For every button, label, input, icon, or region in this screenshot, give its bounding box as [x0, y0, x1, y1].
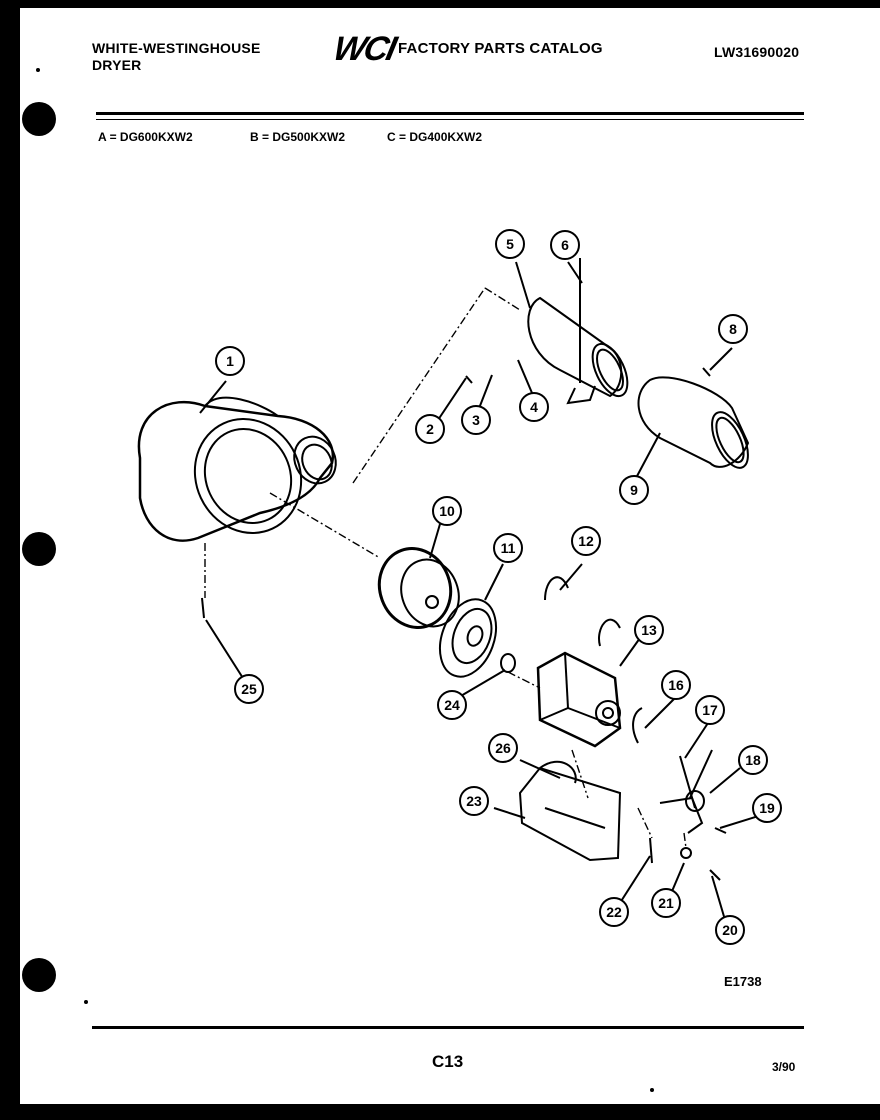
model-key-b: B = DG500KXW2 — [250, 130, 346, 144]
model-key-c: C = DG400KXW2 — [387, 130, 483, 144]
figure-code: E1738 — [724, 974, 762, 989]
callout-markers — [215, 229, 782, 945]
model-number: DG400KXW2 — [409, 130, 483, 144]
punch-hole-top — [22, 102, 56, 136]
speck — [84, 1000, 88, 1004]
catalog-number: LW31690020 — [714, 44, 800, 60]
heater-can — [527, 258, 629, 405]
idler-assembly — [659, 749, 713, 834]
spring — [632, 707, 643, 744]
revision-date: 3/90 — [772, 1060, 796, 1074]
callout-16: 16 — [668, 677, 684, 693]
callout-8: 8 — [729, 321, 737, 337]
punch-hole-bottom — [22, 958, 56, 992]
model-key-a: A = DG600KXW2 — [98, 130, 193, 144]
callout-2: 2 — [426, 421, 434, 437]
callout-11: 11 — [501, 540, 516, 556]
model-key-letter: C — [387, 130, 396, 144]
footer-rule — [92, 1026, 804, 1029]
clip — [598, 618, 621, 647]
exploded-parts-diagram: 1 2 3 4 5 6 8 9 10 11 12 13 16 17 18 19 … — [137, 229, 782, 945]
callout-26: 26 — [495, 740, 511, 756]
seal-plate — [438, 598, 516, 678]
punch-hole-middle — [22, 532, 56, 566]
callout-9: 9 — [630, 482, 638, 498]
callout-12: 12 — [578, 533, 594, 549]
speck — [650, 1088, 654, 1092]
callout-25: 25 — [241, 681, 257, 697]
callout-10: 10 — [439, 503, 455, 519]
speck — [36, 68, 40, 72]
clip — [544, 576, 569, 601]
callout-20: 20 — [722, 922, 738, 938]
callout-24: 24 — [444, 697, 460, 713]
model-key-letter: A — [98, 130, 107, 144]
callout-13: 13 — [641, 622, 657, 638]
brand-name: WHITE-WESTINGHOUSE — [92, 40, 261, 56]
callout-3: 3 — [472, 412, 480, 428]
page-code: C13 — [432, 1052, 464, 1071]
callout-17: 17 — [702, 702, 718, 718]
model-key-letter: B — [250, 130, 259, 144]
parts-catalog-page: WHITE-WESTINGHOUSE DRYER WCI FACTORY PAR… — [20, 8, 880, 1104]
blower-housing — [137, 396, 337, 542]
catalog-title: FACTORY PARTS CATALOG — [398, 40, 603, 57]
callout-5: 5 — [506, 236, 514, 252]
callout-23: 23 — [466, 793, 482, 809]
callout-4: 4 — [530, 399, 538, 415]
model-number: DG500KXW2 — [272, 130, 346, 144]
callout-labels: 1 2 3 4 5 6 8 9 10 11 12 13 16 17 18 19 … — [226, 236, 775, 938]
callout-21: 21 — [658, 895, 674, 911]
callout-18: 18 — [745, 752, 761, 768]
header-rule-thin — [96, 119, 804, 120]
callout-6: 6 — [561, 237, 569, 253]
model-number: DG600KXW2 — [119, 130, 193, 144]
drive-motor — [536, 651, 622, 748]
spring — [649, 837, 653, 864]
callout-19: 19 — [759, 800, 775, 816]
motor-mount — [518, 760, 622, 862]
callout-22: 22 — [606, 904, 622, 920]
heating-element — [637, 376, 750, 469]
callout-1: 1 — [226, 353, 234, 369]
blower-wheel — [377, 547, 460, 629]
appliance-type: DRYER — [92, 57, 142, 73]
header-rule — [96, 112, 804, 115]
